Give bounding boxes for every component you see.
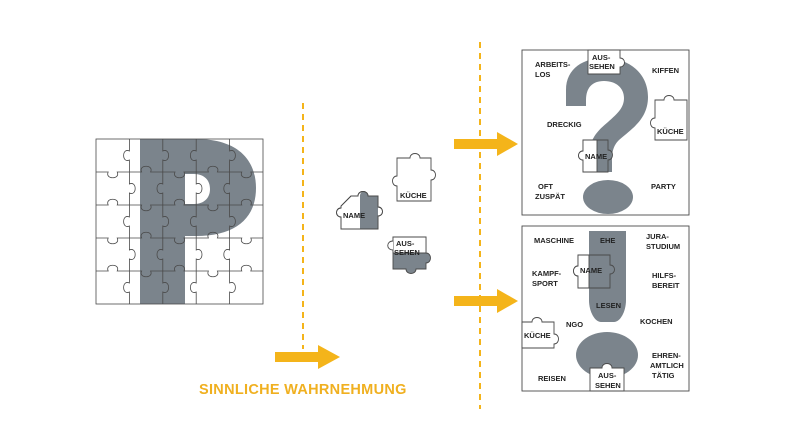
loose-piece-aussehen: AUS- SEHEN (387, 236, 431, 274)
grid-vertical-cut (123, 139, 136, 304)
p-puzzle-frame (95, 138, 264, 305)
q-label-oftzuspaet-2: ZUSPÄT (535, 192, 565, 201)
e-label-ehe: EHE (600, 236, 615, 245)
question-dot (583, 180, 633, 214)
grid-horizontal-cut (96, 165, 263, 179)
e-label-aussehen-2: SEHEN (595, 381, 621, 390)
grid-vertical-cut (190, 139, 203, 304)
e-label-kochen: KOCHEN (640, 317, 673, 326)
loose-label-kueche: KÜCHE (400, 191, 427, 200)
q-label-party: PARTY (651, 182, 676, 191)
grid-horizontal-cut (96, 231, 263, 245)
loose-piece-kueche: KÜCHE (392, 153, 436, 202)
q-label-kueche: KÜCHE (657, 127, 684, 136)
p-puzzle-grid (96, 139, 263, 304)
exclaim-panel: MASCHINE EHE JURA- STUDIUM NAME KAMPF- S… (521, 225, 690, 392)
e-label-name: NAME (580, 266, 602, 275)
q-label-aussehen-1: AUS- (592, 53, 611, 62)
q-label-arbeitslos-1: ARBEITS- (535, 60, 571, 69)
q-label-arbeitslos-2: LOS (535, 70, 550, 79)
q-label-kiffen: KIFFEN (652, 66, 679, 75)
q-label-dreckig: DRECKIG (547, 120, 582, 129)
e-label-lesen: LESEN (596, 301, 621, 310)
e-label-jurastudium-1: JURA- (646, 232, 669, 241)
q-label-name: NAME (585, 152, 607, 161)
caption-text: SINNLICHE WAHRNEHMUNG (199, 382, 407, 398)
question-mark-shape (566, 58, 648, 172)
loose-label-aussehen-2: SEHEN (394, 248, 420, 257)
loose-piece-name: NAME (336, 191, 383, 230)
e-label-kampfsport-1: KAMPF- (532, 269, 562, 278)
e-label-ehrenamtlich-1: EHREN- (652, 351, 681, 360)
grid-horizontal-cut (96, 264, 263, 278)
e-label-ngo: NGO (566, 320, 583, 329)
p-letter-shape (140, 139, 256, 304)
e-label-ehrenamtlich-2: AMTLICH (650, 361, 684, 370)
q-label-oftzuspaet-1: OFT (538, 182, 553, 191)
arrow-to-question-panel (454, 132, 518, 156)
grid-vertical-cut (223, 139, 236, 304)
question-panel: ARBEITS- LOS AUS- SEHEN KIFFEN DRECKIG K… (521, 49, 690, 216)
e-label-aussehen-1: AUS- (598, 371, 617, 380)
e-label-kampfsport-2: SPORT (532, 279, 558, 288)
p-puzzle (95, 138, 264, 305)
e-label-reisen: REISEN (538, 374, 566, 383)
e-label-hilfsbereit-1: HILFS- (652, 271, 677, 280)
caption-arrow (275, 345, 340, 369)
exclaim-dot (576, 332, 638, 378)
grid-vertical-cut (156, 139, 169, 304)
e-label-ehrenamtlich-3: TÄTIG (652, 371, 675, 380)
q-label-aussehen-2: SEHEN (589, 62, 615, 71)
e-label-maschine: MASCHINE (534, 236, 574, 245)
e-label-kueche: KÜCHE (524, 331, 551, 340)
loose-label-name: NAME (343, 211, 365, 220)
e-label-jurastudium-2: STUDIUM (646, 242, 680, 251)
loose-label-aussehen-1: AUS- (396, 239, 415, 248)
grid-horizontal-cut (96, 198, 263, 212)
arrow-to-exclaim-panel (454, 289, 518, 313)
e-label-hilfsbereit-2: BEREIT (652, 281, 680, 290)
